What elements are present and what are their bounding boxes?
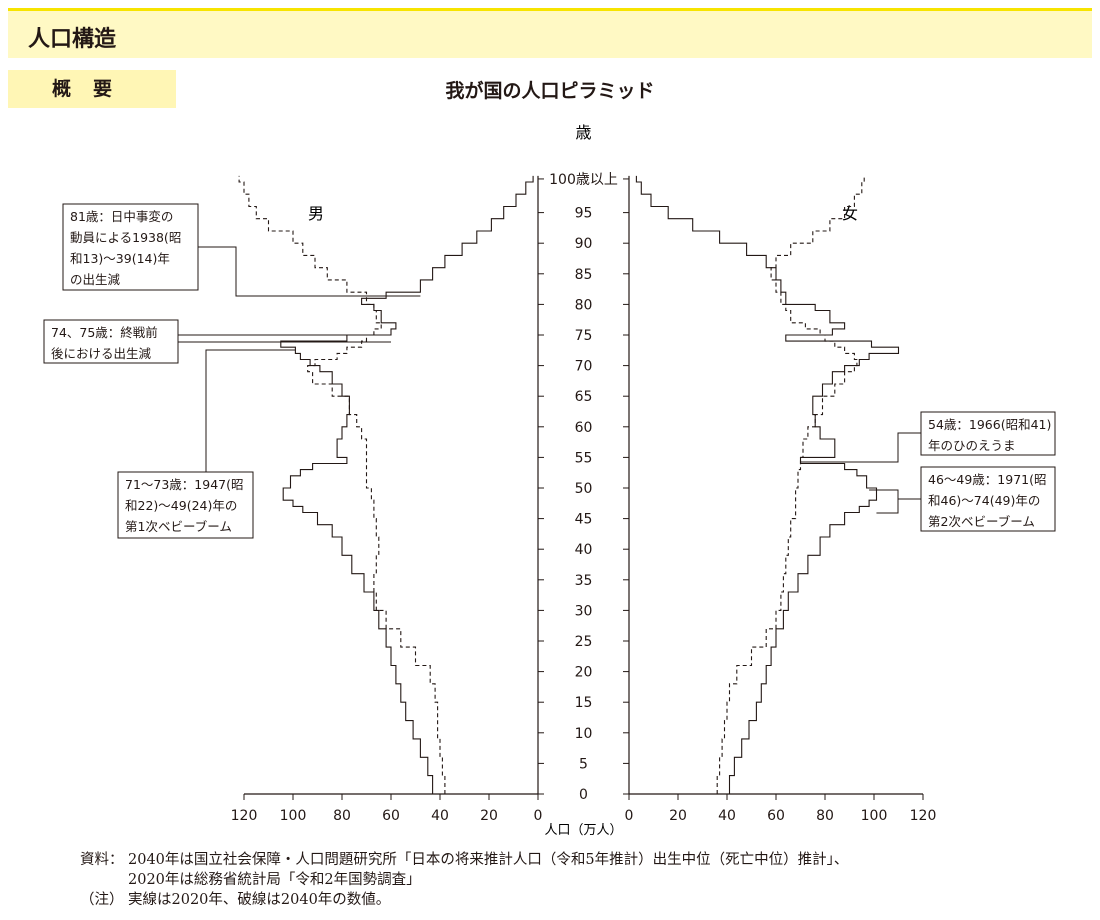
callout-46-text: 和46)～74(49)年の bbox=[928, 493, 1040, 508]
series-male-2020 bbox=[280, 175, 534, 794]
callout-46-line2 bbox=[869, 489, 899, 499]
age-tick-label: 80 bbox=[575, 297, 593, 313]
age-axis-title: 歳 bbox=[575, 123, 591, 142]
callout-46-line bbox=[876, 498, 921, 514]
age-tick-label: 40 bbox=[575, 542, 593, 558]
callout-46-text: 第2次ベビーブーム bbox=[928, 514, 1035, 529]
x-tick-label: 120 bbox=[231, 808, 258, 824]
callout-71-text: 和22)～49(24)年の bbox=[125, 498, 237, 513]
age-tick-label: 0 bbox=[579, 787, 588, 803]
age-tick-label: 10 bbox=[575, 726, 593, 742]
age-tick-label: 65 bbox=[575, 389, 593, 405]
age-tick-label: 25 bbox=[575, 634, 593, 650]
callout-81-text: 動員による1938(昭 bbox=[70, 230, 181, 245]
age-tick-label: 95 bbox=[575, 206, 593, 222]
callout-54-line bbox=[800, 432, 921, 463]
x-tick-label: 100 bbox=[861, 808, 888, 824]
x-tick-label: 20 bbox=[669, 808, 687, 824]
age-tick-label: 55 bbox=[575, 450, 593, 466]
series-male-2040 bbox=[238, 175, 446, 794]
chart-title: 我が国の人口ピラミッド bbox=[445, 80, 655, 102]
x-tick-label: 120 bbox=[910, 808, 937, 824]
callout-74-text: 74、75歳：終戦前 bbox=[51, 325, 158, 340]
source-line-1: 2040年は国立社会保障・人口問題研究所「日本の将来推計人口（令和5年推計）出生… bbox=[128, 852, 849, 868]
callout-46-text: 46～49歳：1971(昭 bbox=[928, 472, 1047, 487]
axes-layer: 0 5 10 15 20 25 30 35 40 45 50 55 60 65 70 75 80 85 90 95 10… bbox=[231, 123, 937, 838]
x-tick-label: 40 bbox=[431, 808, 449, 824]
note-row: （注）実線は2020年、破線は2040年の数値。 bbox=[80, 890, 848, 910]
age-tick-label: 30 bbox=[575, 603, 593, 619]
population-pyramid-chart: 0 5 10 15 20 25 30 35 40 45 50 55 60 65 70 75 80 85 90 95 10… bbox=[43, 123, 1056, 838]
callout-54-box bbox=[920, 411, 1056, 456]
source-label: 資料： bbox=[80, 852, 124, 868]
callout-71-text: 第1次ベビーブーム bbox=[125, 519, 232, 534]
callout-71-line bbox=[205, 349, 296, 472]
age-tick-label: 45 bbox=[575, 512, 593, 528]
section-tab-overview: 概要 bbox=[8, 70, 176, 108]
source-row-2: 2020年は総務省統計局「令和2年国勢調査」 bbox=[80, 870, 848, 890]
age-tick-label: 85 bbox=[575, 267, 593, 283]
age-tick-label: 35 bbox=[575, 573, 593, 589]
x-axis-title: 人口（万人） bbox=[544, 823, 622, 838]
callout-81-text: 81歳：日中事変の bbox=[70, 209, 173, 224]
x-tick-label: 100 bbox=[280, 808, 307, 824]
age-tick-label: 60 bbox=[575, 420, 593, 436]
callout-81-line bbox=[198, 246, 421, 297]
callout-54-text: 年のひのえうま bbox=[928, 438, 1016, 453]
source-line-2: 2020年は総務省統計局「令和2年国勢調査」 bbox=[128, 872, 421, 888]
callout-54-text: 54歳：1966(昭和41) bbox=[928, 417, 1051, 432]
age-tick-label: 50 bbox=[575, 481, 593, 497]
male-label: 男 bbox=[308, 204, 324, 223]
age-top-label: 100歳以上 bbox=[549, 172, 618, 188]
series-female-2020 bbox=[635, 175, 900, 794]
header-band: 人口構造 bbox=[8, 8, 1092, 58]
age-tick-label: 15 bbox=[575, 695, 593, 711]
x-tick-label: 40 bbox=[718, 808, 736, 824]
age-tick-label: 20 bbox=[575, 665, 593, 681]
callout-46-box bbox=[920, 466, 1056, 532]
note-label: （注） bbox=[80, 892, 124, 908]
x-tick-label: 80 bbox=[333, 808, 351, 824]
callout-74-text: 後における出生減 bbox=[51, 346, 152, 361]
callout-81-box bbox=[62, 203, 199, 291]
female-label: 女 bbox=[842, 204, 858, 223]
age-tick-label: 90 bbox=[575, 236, 593, 252]
callout-71-text: 71～73歳：1947(昭 bbox=[125, 477, 244, 492]
callout-81-text: 和13)～39(14)年 bbox=[70, 251, 170, 266]
series-layer bbox=[238, 175, 900, 794]
x-tick-label: 60 bbox=[382, 808, 400, 824]
series-female-2040 bbox=[716, 175, 865, 794]
callout-71-box bbox=[117, 471, 254, 539]
notes-block: 資料：2040年は国立社会保障・人口問題研究所「日本の将来推計人口（令和5年推計… bbox=[80, 850, 848, 910]
page-title: 人口構造 bbox=[28, 27, 117, 52]
x-tick-label: 0 bbox=[625, 808, 634, 824]
x-tick-label: 0 bbox=[534, 808, 543, 824]
source-row: 資料：2040年は国立社会保障・人口問題研究所「日本の将来推計人口（令和5年推計… bbox=[80, 850, 848, 870]
x-tick-label: 60 bbox=[767, 808, 785, 824]
age-tick-label: 70 bbox=[575, 359, 593, 375]
age-tick-label: 75 bbox=[575, 328, 593, 344]
age-tick-label: 5 bbox=[579, 756, 588, 772]
x-tick-label: 20 bbox=[480, 808, 498, 824]
note-text: 実線は2020年、破線は2040年の数値。 bbox=[128, 892, 391, 908]
callout-81-text: の出生減 bbox=[70, 272, 121, 287]
callout-74-box bbox=[43, 319, 179, 364]
x-tick-label: 80 bbox=[816, 808, 834, 824]
